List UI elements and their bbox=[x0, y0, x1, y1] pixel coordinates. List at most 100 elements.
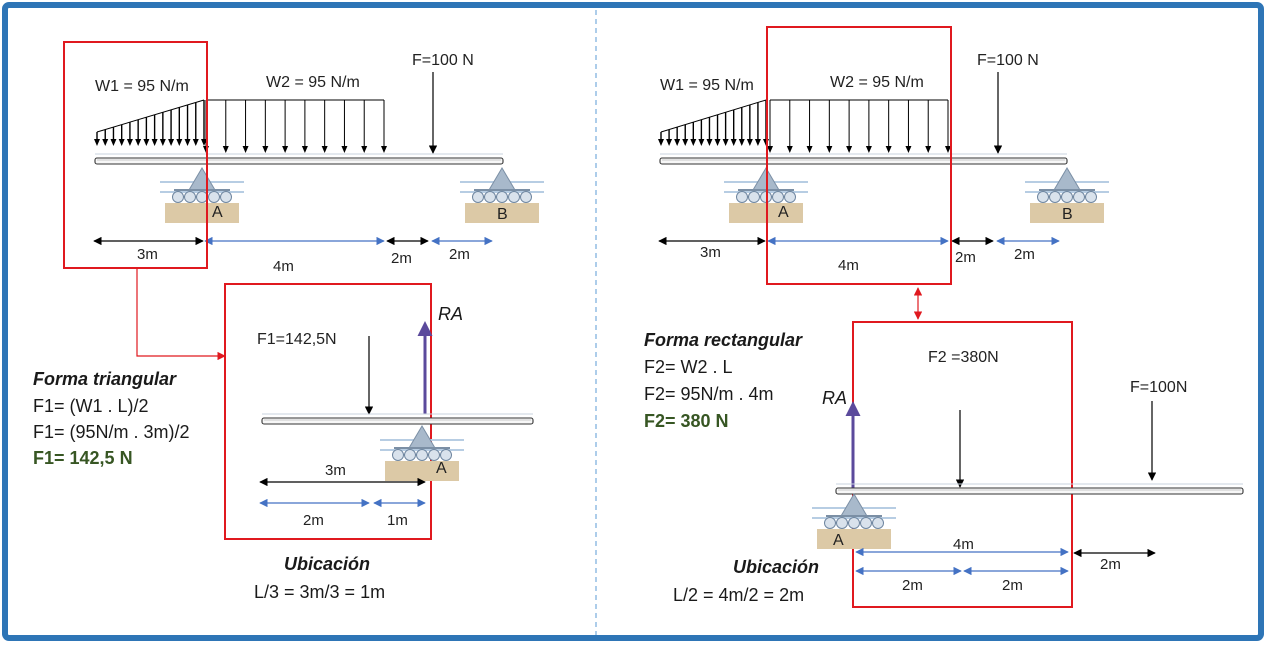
detail-dim-label-4m: 4m bbox=[953, 536, 974, 553]
load-arrow-head bbox=[361, 146, 368, 153]
left-panel: W1 = 95 N/m W2 = 95 N/m F=100 N A B 3m 4… bbox=[33, 41, 544, 602]
support-triangle bbox=[488, 167, 516, 191]
detail-beam bbox=[261, 413, 534, 425]
support-roller bbox=[404, 449, 416, 461]
load-arrow-head bbox=[94, 139, 100, 146]
formula-line-2: F2= 95N/m . 4m bbox=[644, 384, 774, 404]
support-base bbox=[1030, 203, 1104, 223]
support-roller bbox=[836, 517, 848, 529]
location-title: Ubicación bbox=[733, 557, 819, 577]
load-arrow-head bbox=[754, 139, 761, 146]
point-force-label: F=100 N bbox=[412, 52, 474, 69]
support-roller bbox=[484, 191, 496, 203]
support-triangle bbox=[840, 493, 868, 517]
load-arrow-head bbox=[786, 146, 793, 153]
load-arrow-head bbox=[706, 139, 713, 146]
location-formula: L/3 = 3m/3 = 1m bbox=[254, 582, 385, 602]
support-roller bbox=[428, 449, 440, 461]
detail-dim-label-2m-c: 2m bbox=[1100, 556, 1121, 573]
load-arrow-head bbox=[658, 139, 664, 146]
location-title: Ubicación bbox=[284, 554, 370, 574]
highlight-box-triangular bbox=[63, 41, 208, 269]
load-arrow-head bbox=[714, 139, 721, 146]
detail-dim-label-3m: 3m bbox=[325, 462, 346, 479]
highlight-box-rectangular bbox=[766, 26, 952, 285]
detail-dim-label-2m-b: 2m bbox=[1002, 577, 1023, 594]
load-arrow-head bbox=[192, 139, 199, 146]
w1-label: W1 = 95 N/m bbox=[660, 77, 754, 94]
detail-support-a-label: A bbox=[833, 532, 844, 549]
support-roller bbox=[508, 191, 520, 203]
dim-label-4m: 4m bbox=[273, 258, 294, 275]
formula-line-1: F2= W2 . L bbox=[644, 357, 733, 377]
point-force-label: F=100 N bbox=[977, 52, 1039, 69]
load-arrow-head bbox=[321, 146, 328, 153]
support-roller bbox=[1037, 191, 1049, 203]
resultant-force-label: F2 =380N bbox=[928, 349, 999, 366]
support-roller bbox=[208, 191, 220, 203]
right-panel: W1 = 95 N/m W2 = 95 N/m F=100 N A B 3m 4… bbox=[644, 26, 1244, 608]
support-b bbox=[460, 167, 544, 223]
support-roller bbox=[520, 191, 532, 203]
beam bbox=[94, 153, 504, 165]
load-arrow-head bbox=[746, 139, 753, 146]
load-arrow-head bbox=[242, 146, 249, 153]
load-arrow-head bbox=[184, 139, 191, 146]
support-roller bbox=[824, 517, 836, 529]
load-arrow-head bbox=[767, 146, 773, 153]
dim-label-2m-b: 2m bbox=[449, 246, 470, 263]
support-a bbox=[160, 167, 244, 223]
detail-dim-label-2m-a: 2m bbox=[902, 577, 923, 594]
load-arrow-head bbox=[102, 139, 109, 146]
support-roller bbox=[748, 191, 760, 203]
load-arrow-head bbox=[118, 139, 125, 146]
formula-line-1: F1= (W1 . L)/2 bbox=[33, 396, 149, 416]
resultant-force-label: F1=142,5N bbox=[257, 331, 337, 348]
load-arrow-head bbox=[143, 139, 150, 146]
load-arrow-head bbox=[945, 146, 951, 153]
support-roller bbox=[860, 517, 872, 529]
load-arrow-head bbox=[135, 139, 142, 146]
reaction-label: RA bbox=[438, 304, 463, 324]
support-b bbox=[1025, 167, 1109, 223]
support-roller bbox=[1073, 191, 1085, 203]
location-formula: L/2 = 4m/2 = 2m bbox=[673, 585, 804, 605]
load-arrow-head bbox=[262, 146, 269, 153]
load-arrow-head bbox=[110, 139, 117, 146]
load-arrow-head bbox=[151, 139, 158, 146]
load-arrow-head bbox=[176, 139, 183, 146]
support-roller bbox=[1085, 191, 1097, 203]
load-arrow-head bbox=[222, 146, 229, 153]
load-arrow-head bbox=[846, 146, 853, 153]
support-roller bbox=[220, 191, 232, 203]
load-arrow-head bbox=[381, 146, 387, 153]
detail-support-a-label: A bbox=[436, 460, 447, 477]
detail-point-force-label: F=100N bbox=[1130, 379, 1187, 396]
detail-support-a bbox=[380, 425, 464, 481]
w2-label: W2 = 95 N/m bbox=[266, 74, 360, 91]
formula-result: F1= 142,5 N bbox=[33, 448, 133, 468]
load-arrow-head bbox=[885, 146, 892, 153]
support-base bbox=[465, 203, 539, 223]
load-arrow-head bbox=[806, 146, 813, 153]
load-envelope bbox=[660, 99, 767, 133]
connector-arrow bbox=[136, 268, 226, 361]
triangular-load bbox=[658, 99, 769, 146]
formula-line-2: F1= (95N/m . 3m)/2 bbox=[33, 422, 190, 442]
support-a-label: A bbox=[212, 204, 223, 221]
dim-label-3m: 3m bbox=[700, 244, 721, 261]
support-base bbox=[817, 529, 891, 549]
beam-body bbox=[94, 157, 504, 165]
support-roller bbox=[772, 191, 784, 203]
load-arrow-head bbox=[159, 139, 166, 146]
load-arrow-head bbox=[301, 146, 308, 153]
support-roller bbox=[784, 191, 796, 203]
support-roller bbox=[440, 449, 452, 461]
formula-title: Forma triangular bbox=[33, 369, 177, 389]
beam-body bbox=[835, 487, 1244, 495]
w2-label: W2 = 95 N/m bbox=[830, 74, 924, 91]
support-roller bbox=[172, 191, 184, 203]
w1-label: W1 = 95 N/m bbox=[95, 78, 189, 95]
detail-beam bbox=[835, 483, 1244, 495]
support-roller bbox=[416, 449, 428, 461]
